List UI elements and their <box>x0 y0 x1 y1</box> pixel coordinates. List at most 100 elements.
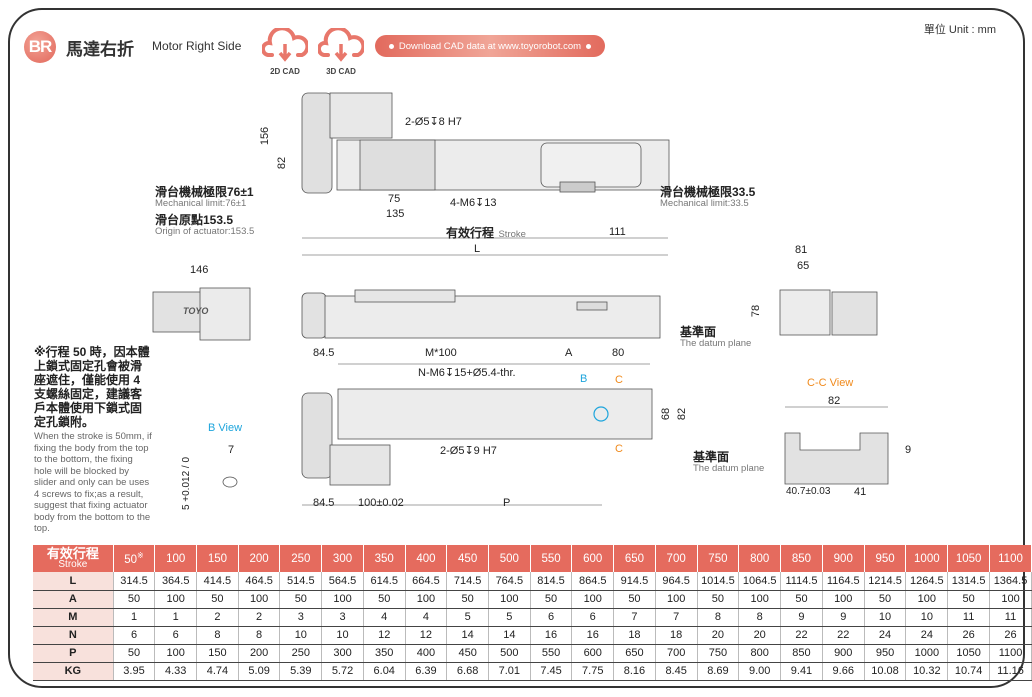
table-cell: 9.41 <box>780 662 823 681</box>
table-cell: 1114.5 <box>780 572 823 591</box>
bullet-icon <box>388 43 394 49</box>
table-cell: 5 <box>446 608 489 627</box>
table-cell: 100 <box>905 590 949 609</box>
table-cell: 1 <box>113 608 156 627</box>
cad-2d-button[interactable]: 2D CAD <box>260 26 310 76</box>
table-cell: 11 <box>947 608 991 627</box>
table-cell: 414.5 <box>196 572 239 591</box>
table-cell: 2 <box>238 608 281 627</box>
table-cell: 11.16 <box>989 662 1032 681</box>
stroke-header: 50※ <box>113 545 156 572</box>
cc-width-82: 82 <box>828 395 841 407</box>
dim-78: 78 <box>750 304 763 318</box>
stroke-header: 1000 <box>905 545 949 572</box>
table-cell: 5.39 <box>279 662 323 681</box>
table-cell: 1164.5 <box>822 572 865 591</box>
stroke-header: 200 <box>238 545 281 572</box>
dim-84-5-top: 84.5 <box>313 347 335 359</box>
table-cell: 100 <box>571 590 615 609</box>
stroke-header: 250 <box>279 545 323 572</box>
download-cad-link[interactable]: Download CAD data at www.toyorobot.com <box>375 35 605 57</box>
table-cell: 950 <box>864 644 907 663</box>
table-cell: 564.5 <box>321 572 364 591</box>
title-en: Motor Right Side <box>152 39 242 53</box>
table-cell: 12 <box>363 626 406 645</box>
right-end-view-drawing <box>779 289 878 336</box>
stroke-header: 700 <box>655 545 698 572</box>
table-cell: 50 <box>363 590 406 609</box>
table-cell: 4.33 <box>154 662 198 681</box>
table-cell: 50 <box>864 590 907 609</box>
cad-2d-label: 2D CAD <box>270 67 300 76</box>
table-cell: 850 <box>780 644 823 663</box>
table-cell: 714.5 <box>446 572 489 591</box>
page-frame <box>8 8 1025 688</box>
stroke-header: 800 <box>738 545 782 572</box>
table-cell: 250 <box>279 644 323 663</box>
b-view-title: B View <box>208 422 243 434</box>
stroke-header: 100 <box>154 545 198 572</box>
unit-label: 單位 Unit : mm <box>923 24 996 36</box>
table-cell: 4 <box>363 608 406 627</box>
table-cell: 150 <box>196 644 239 663</box>
table-cell: 600 <box>571 644 615 663</box>
row-label: P <box>33 644 114 663</box>
table-cell: 4 <box>405 608 448 627</box>
table-cell: 50 <box>613 590 656 609</box>
table-cell: 1 <box>154 608 198 627</box>
table-cell: 10 <box>321 626 364 645</box>
dim-80: 80 <box>612 347 625 359</box>
hole-spec-top-2: 4-M6↧13 <box>450 197 497 209</box>
table-cell: 7.01 <box>488 662 531 681</box>
table-cell: 18 <box>655 626 698 645</box>
table-cell: 14 <box>488 626 531 645</box>
row-label: KG <box>33 662 114 681</box>
row-label: L <box>33 572 114 591</box>
table-cell: 9.66 <box>822 662 865 681</box>
table-cell: 20 <box>697 626 740 645</box>
stroke-label: 有效行程 Stroke <box>446 226 526 240</box>
top-view-drawing <box>301 92 670 194</box>
table-cell: 22 <box>822 626 865 645</box>
table-cell: 514.5 <box>279 572 323 591</box>
table-cell: 7 <box>613 608 656 627</box>
row-label: N <box>33 626 114 645</box>
motor-end-view-drawing <box>152 287 251 341</box>
table-cell: 1100 <box>989 644 1032 663</box>
cc-right-41: 41 <box>854 486 867 498</box>
table-cell: 550 <box>530 644 573 663</box>
dim-146: 146 <box>190 264 209 276</box>
table-cell: 650 <box>613 644 656 663</box>
table-cell: 8 <box>738 608 782 627</box>
title-zh: 馬達右折 <box>66 40 134 59</box>
table-cell: 3 <box>321 608 364 627</box>
table-cell: 200 <box>238 644 281 663</box>
table-cell: 764.5 <box>488 572 531 591</box>
cad-3d-label: 3D CAD <box>326 67 356 76</box>
b-view-hole <box>222 476 238 488</box>
table-cell: 4.74 <box>196 662 239 681</box>
bottom-view-drawing <box>301 388 653 486</box>
table-cell: 16 <box>530 626 573 645</box>
cloud-download-icon <box>316 26 366 62</box>
dim-81: 81 <box>795 244 808 256</box>
table-cell: 10.08 <box>864 662 907 681</box>
cad-3d-button[interactable]: 3D CAD <box>316 26 366 76</box>
table-cell: 100 <box>321 590 364 609</box>
dim-a: A <box>565 347 573 359</box>
table-cell: 10 <box>905 608 949 627</box>
table-cell: 614.5 <box>363 572 406 591</box>
table-cell: 12 <box>405 626 448 645</box>
table-cell: 864.5 <box>571 572 615 591</box>
table-cell: 8 <box>238 626 281 645</box>
stroke-header: 900 <box>822 545 865 572</box>
toyo-logo: TOYO <box>183 306 209 316</box>
table-cell: 50 <box>196 590 239 609</box>
table-cell: 9 <box>780 608 823 627</box>
dim-L: L <box>474 243 481 255</box>
hole-spec-bottom-1: N-M6↧15+Ø5.4-thr. <box>418 367 516 379</box>
table-cell: 1314.5 <box>947 572 991 591</box>
table-cell: 914.5 <box>613 572 656 591</box>
table-cell: 10.74 <box>947 662 991 681</box>
b-marker: B <box>580 373 588 385</box>
